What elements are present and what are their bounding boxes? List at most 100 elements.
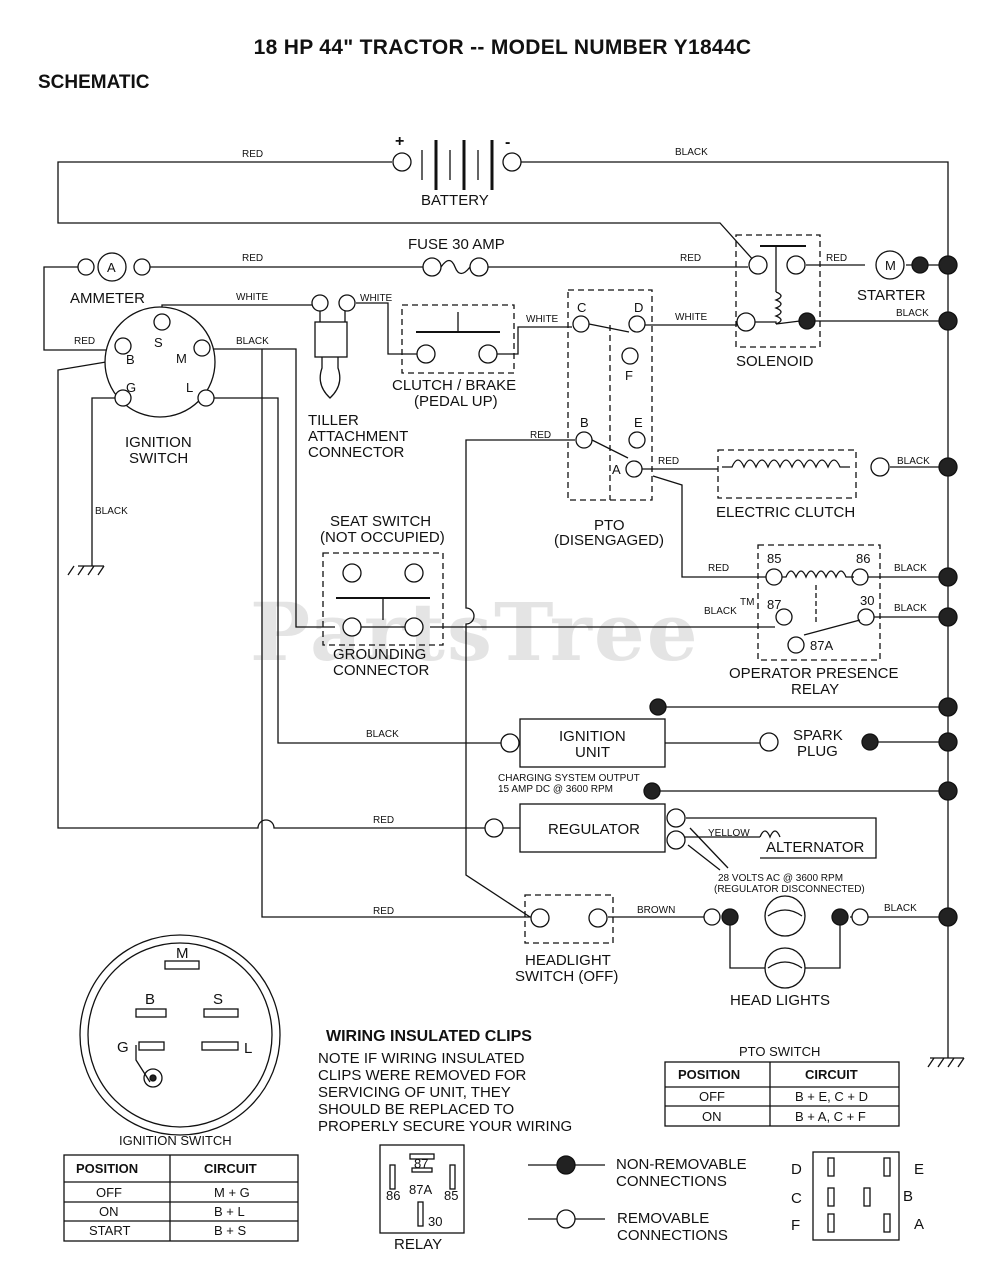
starter-symbol: M (885, 258, 896, 273)
ign-detail-m: M (176, 945, 189, 962)
electric-clutch (717, 449, 890, 499)
charging-output-label: 15 AMP DC @ 3600 RPM (498, 784, 613, 795)
pto-terminal-d: D (634, 300, 643, 315)
wire-g-ground (91, 397, 118, 566)
pto-terminal-a: A (612, 462, 621, 477)
wire-label: WHITE (675, 312, 708, 323)
relay-legend (379, 1144, 465, 1234)
headlight-switch-label: HEADLIGHT (525, 952, 611, 969)
head-lights-label: HEAD LIGHTS (730, 992, 830, 1009)
pto-detail-f: F (791, 1217, 800, 1234)
wire-label: BLACK (896, 308, 929, 319)
ignition-unit (500, 718, 879, 768)
table-cell: B + E, C + D (795, 1089, 868, 1104)
non-removable-label: CONNECTIONS (616, 1173, 727, 1190)
removable-label: REMOVABLE (617, 1210, 709, 1227)
clips-note-line: PROPERLY SECURE YOUR WIRING (318, 1118, 572, 1135)
table-header: POSITION (678, 1067, 740, 1082)
relay-terminal-87: 87 (767, 597, 781, 612)
table-header: POSITION (76, 1161, 138, 1176)
starter-label: STARTER (857, 287, 926, 304)
wire-label: RED (826, 253, 847, 264)
alternator-note: 28 VOLTS AC @ 3600 RPM (718, 873, 843, 884)
alternator-note-arrows (687, 827, 729, 871)
wire-label: BLACK (894, 603, 927, 614)
wire-label: RED (680, 253, 701, 264)
table-cell: ON (99, 1204, 119, 1219)
pto-table-caption: PTO SWITCH (739, 1044, 820, 1059)
pto-switch-detail-labels: D E C B F A (791, 1161, 924, 1234)
operator-presence-relay (757, 544, 881, 661)
table-cell: B + L (214, 1204, 245, 1219)
grounding-connector-label: CONNECTOR (333, 662, 430, 679)
wire-pto-relay (652, 475, 766, 578)
ignition-switch-label: IGNITION (125, 434, 192, 451)
wire-label: WHITE (526, 314, 559, 325)
ign-terminal-g: G (126, 380, 136, 395)
alternator-note: (REGULATOR DISCONNECTED) (714, 884, 865, 895)
pto-detail-d: D (791, 1161, 802, 1178)
ignition-unit-label: UNIT (575, 744, 610, 761)
wire-battery-positive (57, 161, 756, 263)
ignition-table-grid (63, 1154, 299, 1242)
wire-headlight-red (261, 349, 532, 918)
relay-terminal-85: 85 (767, 551, 781, 566)
wire-label: WHITE (236, 292, 269, 303)
tiller-label: TILLER (308, 412, 359, 429)
wire-label: RED (658, 456, 679, 467)
wire-label: RED (74, 336, 95, 347)
wire-label: RED (530, 430, 551, 441)
relay-legend-caption: RELAY (394, 1236, 442, 1253)
table-cell: ON (702, 1109, 722, 1124)
wire-m-black (210, 348, 335, 628)
pto-terminal-c: C (577, 300, 586, 315)
alternator (759, 830, 781, 839)
relay-legend-87a: 87A (409, 1182, 432, 1197)
relay-legend-86: 86 (386, 1188, 400, 1203)
table-cell: B + S (214, 1223, 246, 1238)
table-cell: B + A, C + F (795, 1109, 866, 1124)
wire-label: BLACK (236, 336, 269, 347)
pto-detail-c: C (791, 1190, 802, 1207)
solenoid (735, 234, 821, 348)
pto-detail-e: E (914, 1161, 924, 1178)
pto-terminal-f: F (625, 368, 633, 383)
wire-clutch-pto (496, 326, 572, 355)
clips-heading: WIRING INSULATED CLIPS (326, 1028, 532, 1045)
regulator (484, 803, 686, 853)
wire-pto-b-red (465, 439, 575, 918)
spark-plug-label: PLUG (797, 743, 838, 760)
table-cell: OFF (699, 1089, 725, 1104)
tiller-label: ATTACHMENT (308, 428, 408, 445)
tiller-connector (311, 294, 356, 399)
wire-label: BLACK (95, 506, 128, 517)
ground-symbol-right (927, 1057, 965, 1068)
ground-symbol-left (67, 565, 105, 576)
battery-label: BATTERY (421, 192, 489, 209)
wire-reg-alt-2 (686, 817, 877, 859)
wire-labels: RED BLACK RED RED RED BLACK WHITE WHITE … (74, 147, 930, 917)
connection-legend-labels: NON-REMOVABLE CONNECTIONS REMOVABLE CONN… (616, 1156, 747, 1244)
wire-label: WHITE (360, 293, 393, 304)
pto-switch-detail (812, 1151, 900, 1241)
non-removable-dots (643, 255, 958, 927)
clips-note-line: SHOULD BE REPLACED TO (318, 1101, 514, 1118)
non-removable-label: NON-REMOVABLE (616, 1156, 747, 1173)
pto-label: (DISENGAGED) (554, 532, 664, 549)
ign-terminal-m: M (176, 351, 187, 366)
electric-clutch-label: ELECTRIC CLUTCH (716, 504, 855, 521)
wire-label: RED (373, 906, 394, 917)
relay-legend-87: 87 (414, 1156, 428, 1171)
pto-detail-a: A (914, 1216, 924, 1233)
wire-b-red-bus (57, 359, 485, 829)
pto-table-grid (664, 1061, 900, 1127)
ammeter-symbol: A (107, 260, 116, 275)
wire-label: YELLOW (708, 828, 750, 839)
ignition-switch (104, 306, 216, 418)
operator-relay-label: RELAY (791, 681, 839, 698)
clutch-brake-label: (PEDAL UP) (414, 393, 498, 410)
pto-switch (567, 289, 653, 501)
table-cell: START (89, 1223, 130, 1238)
pto-detail-b: B (903, 1188, 913, 1205)
